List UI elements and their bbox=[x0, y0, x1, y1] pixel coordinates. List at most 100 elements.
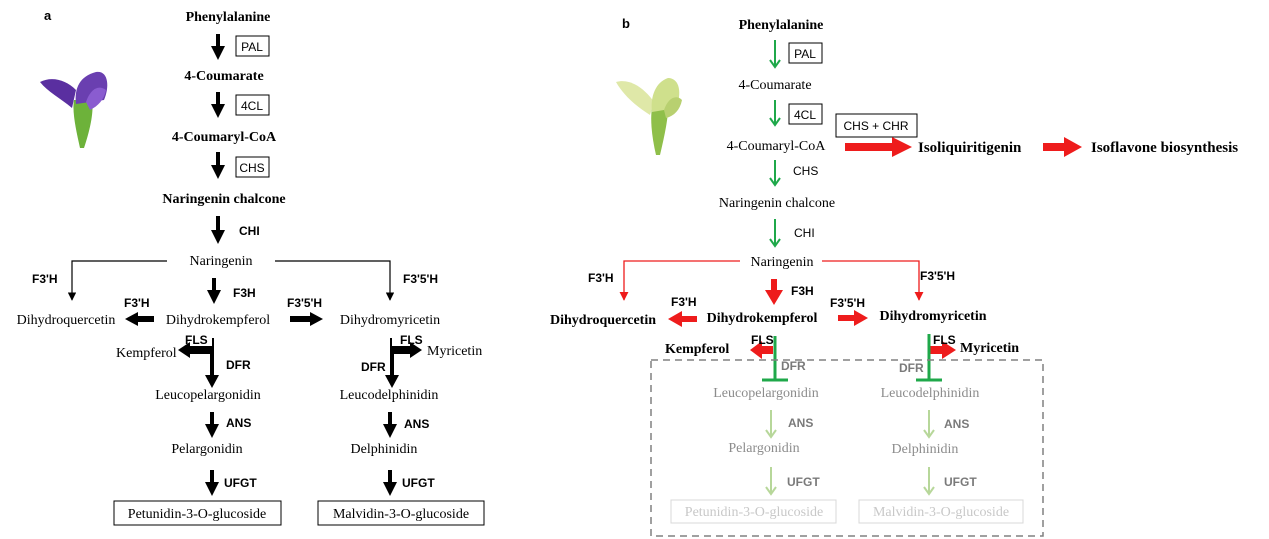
a-leucodelphinidin: Leucodelphinidin bbox=[340, 388, 439, 403]
a-arrow-f3h bbox=[207, 278, 221, 304]
a-naringenin: Naringenin bbox=[190, 254, 253, 269]
b-arrow-fls-left bbox=[750, 341, 773, 359]
b-leucodelphinidin: Leucodelphinidin bbox=[881, 386, 980, 401]
b-fls-left: FLS bbox=[751, 333, 774, 347]
a-arrow-chs bbox=[211, 152, 225, 179]
a-myricetin: Myricetin bbox=[427, 344, 482, 359]
b-suppressed-region bbox=[650, 359, 1044, 537]
b-branch-f35h bbox=[822, 260, 924, 301]
b-f3h-mid: F3'H bbox=[671, 295, 697, 309]
b-coumarate: 4-Coumarate bbox=[738, 78, 811, 93]
b-4cl-box bbox=[788, 103, 823, 125]
panel-b: b Phenylalanine PAL 4-Coumarate 4CL 4-Co… bbox=[550, 16, 1238, 537]
b-ans-left: ANS bbox=[788, 416, 813, 430]
a-kempferol: Kempferol bbox=[116, 346, 177, 361]
a-dihydroquercetin: Dihydroquercetin bbox=[17, 313, 116, 328]
a-arrow-to-dhq bbox=[125, 312, 154, 326]
b-petunidin-box bbox=[670, 499, 837, 524]
a-chs-label: CHS bbox=[239, 161, 264, 175]
b-naringenin: Naringenin bbox=[751, 255, 814, 270]
a-dfr-left: DFR bbox=[226, 358, 251, 372]
a-4cl-label: 4CL bbox=[241, 99, 263, 113]
b-dfr-left: DFR bbox=[781, 359, 806, 373]
a-ans-left: ANS bbox=[226, 416, 251, 430]
b-f3h-label: F3H bbox=[791, 284, 814, 298]
a-pal-box bbox=[235, 35, 270, 57]
b-chs-chr-box bbox=[835, 113, 918, 138]
b-fls-right: FLS bbox=[933, 333, 956, 347]
b-chi-label: CHI bbox=[794, 226, 815, 240]
panel-a: a Phenylalanine PAL 4-Coumarate 4CL 4-Co… bbox=[17, 8, 485, 526]
a-arrow-ans-right bbox=[383, 412, 397, 438]
b-ufgt-right: UFGT bbox=[944, 475, 977, 489]
b-arrow-to-dhq bbox=[668, 311, 697, 327]
b-leucopelargonidin: Leucopelargonidin bbox=[713, 386, 819, 401]
a-ufgt-right: UFGT bbox=[402, 476, 435, 490]
b-malvidin: Malvidin-3-O-glucoside bbox=[873, 505, 1009, 520]
b-malvidin-box bbox=[858, 499, 1024, 524]
a-pelargonidin: Pelargonidin bbox=[171, 442, 242, 457]
a-arrow-ans-left bbox=[205, 412, 219, 438]
a-f3h-mid: F3'H bbox=[124, 296, 150, 310]
a-fls-right: FLS bbox=[400, 333, 423, 347]
b-branch-f3h bbox=[619, 260, 740, 301]
b-myricetin: Myricetin bbox=[960, 341, 1019, 356]
a-dihydrokempferol: Dihydrokempferol bbox=[166, 313, 270, 328]
a-petunidin: Petunidin-3-O-glucoside bbox=[128, 507, 266, 522]
b-delphinidin: Delphinidin bbox=[892, 442, 959, 457]
b-isoflavone-biosynthesis: Isoflavone biosynthesis bbox=[1091, 140, 1238, 156]
a-leucopelargonidin: Leucopelargonidin bbox=[155, 388, 261, 403]
a-chi-label: CHI bbox=[239, 224, 260, 238]
a-branch-f35h bbox=[275, 260, 395, 301]
a-f3h-label: F3H bbox=[233, 286, 256, 300]
a-malvidin-box bbox=[317, 500, 485, 526]
b-arrow-fls-right bbox=[930, 341, 956, 359]
b-pal-label: PAL bbox=[794, 47, 816, 61]
b-chs-label: CHS bbox=[793, 164, 818, 178]
b-4cl-label: 4CL bbox=[794, 108, 816, 122]
a-arrow-to-dhm bbox=[290, 312, 323, 326]
b-arrow-to-isoliquiritigenin bbox=[845, 137, 912, 157]
b-dihydromyricetin: Dihydromyricetin bbox=[879, 309, 986, 324]
a-malvidin: Malvidin-3-O-glucoside bbox=[333, 507, 469, 522]
b-arrow-to-dhm bbox=[838, 310, 868, 326]
a-arrow-fls-dfr-left bbox=[178, 338, 219, 388]
a-delphinidin: Delphinidin bbox=[351, 442, 418, 457]
b-naringenin-chalcone: Naringenin chalcone bbox=[719, 196, 835, 211]
a-arrow-pal bbox=[211, 34, 225, 60]
a-phenylalanine: Phenylalanine bbox=[186, 10, 271, 25]
a-dihydromyricetin: Dihydromyricetin bbox=[340, 313, 440, 328]
a-pal-label: PAL bbox=[241, 40, 263, 54]
a-fls-left: FLS bbox=[185, 333, 208, 347]
a-coumaryl-coa: 4-Coumaryl-CoA bbox=[172, 130, 277, 145]
b-arrow-f3h bbox=[765, 279, 783, 305]
purple-flower-image bbox=[40, 71, 108, 148]
b-dfr-right: DFR bbox=[899, 361, 924, 375]
b-dihydrokempferol: Dihydrokempferol bbox=[707, 311, 818, 326]
b-coumaryl-coa: 4-Coumaryl-CoA bbox=[727, 139, 827, 154]
b-chs-chr-label: CHS + CHR bbox=[843, 119, 908, 133]
panel-label-b: b bbox=[622, 16, 630, 31]
a-4cl-box bbox=[235, 94, 270, 116]
a-f3h-left: F3'H bbox=[32, 272, 58, 286]
b-f3h-left: F3'H bbox=[588, 271, 614, 285]
a-ufgt-left: UFGT bbox=[224, 476, 257, 490]
b-f35h-right: F3'5'H bbox=[920, 269, 955, 283]
a-ans-right: ANS bbox=[404, 417, 429, 431]
b-dihydroquercetin: Dihydroquercetin bbox=[550, 313, 656, 328]
b-ufgt-left: UFGT bbox=[787, 475, 820, 489]
b-phenylalanine: Phenylalanine bbox=[739, 18, 824, 33]
b-pelargonidin: Pelargonidin bbox=[728, 441, 799, 456]
a-arrow-fls-dfr-right bbox=[385, 338, 422, 388]
pale-yellow-flower-image bbox=[616, 78, 682, 155]
a-petunidin-box bbox=[113, 500, 282, 526]
b-arrow-to-isoflavone bbox=[1043, 137, 1082, 157]
b-pal-box bbox=[788, 42, 823, 64]
a-naringenin-chalcone: Naringenin chalcone bbox=[162, 192, 285, 207]
panel-label-a: a bbox=[44, 8, 52, 23]
b-ans-right: ANS bbox=[944, 417, 969, 431]
a-arrow-ufgt-right bbox=[383, 470, 397, 496]
a-arrow-4cl bbox=[211, 92, 225, 118]
b-f35h-mid: F3'5'H bbox=[830, 296, 865, 310]
